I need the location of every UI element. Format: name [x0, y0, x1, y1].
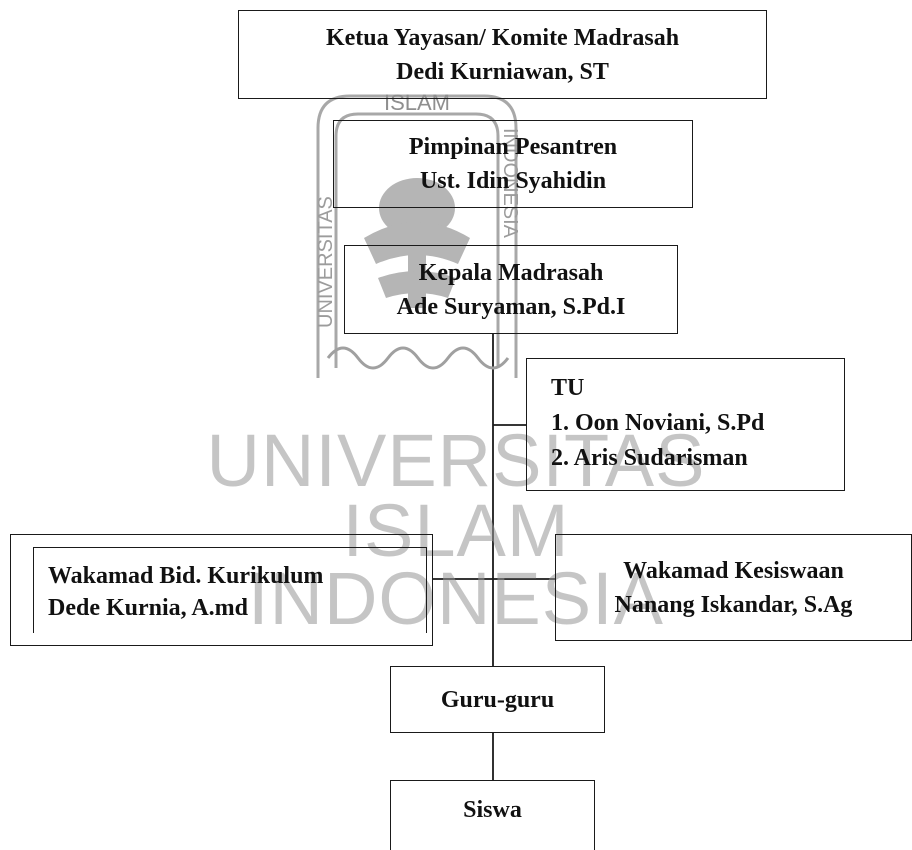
kepala-title: Kepala Madrasah [418, 259, 604, 286]
ketua-box: Ketua Yayasan/ Komite Madrasah Dedi Kurn… [238, 10, 767, 99]
kurikulum-inner-frame: Wakamad Bid. Kurikulum Dede Kurnia, A.md [33, 547, 427, 633]
tu-box: TU 1. Oon Noviani, S.Pd 2. Aris Sudarism… [526, 358, 845, 491]
kesiswaan-box: Wakamad Kesiswaan Nanang Iskandar, S.Ag [555, 534, 912, 641]
kesiswaan-title: Wakamad Kesiswaan [623, 557, 844, 584]
kepala-box: Kepala Madrasah Ade Suryaman, S.Pd.I [344, 245, 678, 334]
guru-label: Guru-guru [440, 686, 555, 713]
university-seal-watermark: ISLAM UNIVERSITAS INDONESIA [315, 90, 521, 378]
guru-box: Guru-guru [390, 666, 605, 733]
watermark-indonesia: INDONESIA [247, 557, 665, 640]
seal-left-text: UNIVERSITAS [315, 196, 337, 328]
kesiswaan-name: Nanang Iskandar, S.Ag [614, 591, 853, 618]
kepala-name: Ade Suryaman, S.Pd.I [396, 293, 626, 320]
ketua-title: Ketua Yayasan/ Komite Madrasah [325, 24, 680, 51]
ketua-name: Dedi Kurniawan, ST [396, 58, 609, 85]
kurikulum-title: Wakamad Bid. Kurikulum [48, 563, 324, 589]
pimpinan-box: Pimpinan Pesantren Ust. Idin Syahidin [333, 120, 693, 208]
siswa-box: Siswa [390, 780, 595, 850]
kurikulum-name: Dede Kurnia, A.md [48, 595, 249, 621]
kurikulum-box: Wakamad Bid. Kurikulum Dede Kurnia, A.md [10, 534, 433, 646]
pimpinan-title: Pimpinan Pesantren [408, 134, 618, 160]
pimpinan-name: Ust. Idin Syahidin [419, 168, 607, 194]
siswa-label: Siswa [463, 796, 522, 823]
watermark-universitas: UNIVERSITAS [206, 419, 706, 502]
watermark-islam: ISLAM [342, 489, 570, 572]
seal-right-text: INDONESIA [499, 128, 521, 239]
arabic-script-decoration [326, 346, 510, 370]
tu-member-2: 2. Aris Sudarisman [551, 445, 748, 471]
tu-title: TU [551, 375, 585, 401]
tu-member-1: 1. Oon Noviani, S.Pd [551, 410, 765, 436]
seal-top-text: ISLAM [384, 90, 450, 115]
